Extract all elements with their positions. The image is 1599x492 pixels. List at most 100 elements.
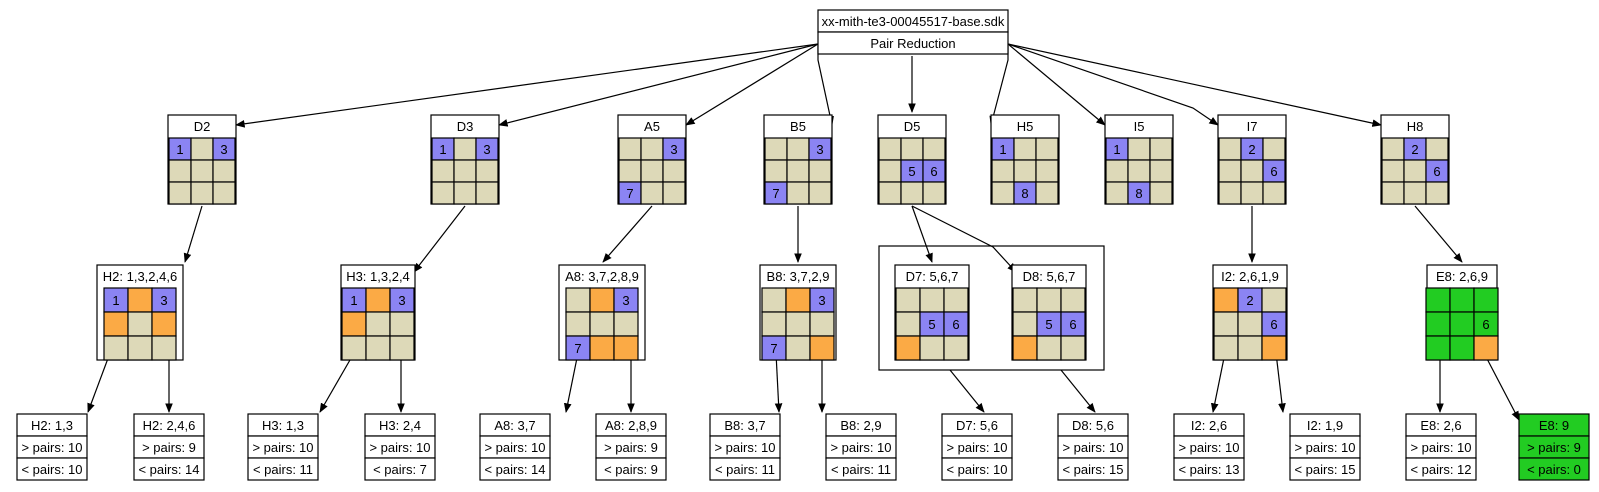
leaf-less: < pairs: 13 bbox=[1178, 462, 1239, 477]
grid-cell bbox=[1012, 311, 1038, 337]
edge-arrow bbox=[1060, 369, 1096, 413]
node-label: A8: 3,7,2,8,9 bbox=[565, 269, 639, 284]
grid-cell bbox=[475, 181, 499, 205]
grid-cell bbox=[809, 287, 835, 313]
grid-cell bbox=[168, 181, 192, 205]
grid-cell bbox=[808, 181, 832, 205]
grid-cell bbox=[589, 335, 615, 361]
grid-cell bbox=[764, 137, 788, 161]
node-label: D5 bbox=[904, 119, 921, 134]
grid-cell bbox=[618, 137, 642, 161]
grid-cell bbox=[1261, 335, 1287, 361]
grid-cell bbox=[991, 159, 1015, 183]
leaf-less: < pairs: 0 bbox=[1527, 462, 1581, 477]
node-label: I7 bbox=[1247, 119, 1258, 134]
leaf-more: > pairs: 9 bbox=[1527, 440, 1581, 455]
grid-cell bbox=[341, 287, 367, 313]
leaf-node-e8-2-6: E8: 2,6> pairs: 10< pairs: 12 bbox=[1405, 413, 1477, 481]
grid-cell bbox=[565, 335, 591, 361]
grid-cell bbox=[1127, 137, 1151, 161]
leaf-row-less bbox=[1173, 457, 1245, 481]
grid-cell bbox=[1218, 137, 1242, 161]
grid-cell bbox=[900, 137, 924, 161]
cell-digit: 1 bbox=[176, 142, 183, 157]
grid-cell bbox=[1449, 287, 1475, 313]
grid-cell bbox=[1218, 181, 1242, 205]
node-label: D7: 5,6,7 bbox=[906, 269, 959, 284]
grid-cell bbox=[127, 287, 153, 313]
leaf-less: < pairs: 12 bbox=[1410, 462, 1471, 477]
grid-cell bbox=[761, 335, 787, 361]
grid-cell bbox=[1012, 287, 1038, 313]
leaf-title: D7: 5,6 bbox=[956, 418, 998, 433]
leaf-row-less bbox=[479, 457, 551, 481]
edge-arrow bbox=[989, 46, 1009, 126]
edge-arrow bbox=[1007, 43, 1219, 126]
grid-cell bbox=[1013, 137, 1037, 161]
grid-node-i2-2-6-1-9: I2: 2,6,1,926 bbox=[1212, 264, 1288, 361]
leaf-less: < pairs: 9 bbox=[604, 462, 658, 477]
leaf-less: < pairs: 11 bbox=[831, 462, 891, 477]
leaf-more: > pairs: 10 bbox=[369, 440, 430, 455]
leaf-row-less bbox=[1057, 457, 1129, 481]
grid-cell bbox=[662, 159, 686, 183]
leaf-title: H2: 2,4,6 bbox=[143, 418, 196, 433]
grid-cell bbox=[878, 159, 902, 183]
grid-cell bbox=[662, 181, 686, 205]
grid-cell bbox=[1240, 159, 1264, 183]
leaf-title: I2: 1,9 bbox=[1307, 418, 1343, 433]
grid-cell bbox=[785, 335, 811, 361]
leaf-less: < pairs: 10 bbox=[21, 462, 82, 477]
node-label: H2: 1,3,2,4,6 bbox=[103, 269, 177, 284]
grid-cell bbox=[761, 311, 787, 337]
grid-cell bbox=[389, 287, 415, 313]
grid-cell bbox=[1262, 181, 1286, 205]
cell-digit: 7 bbox=[574, 341, 581, 356]
leaf-less: < pairs: 14 bbox=[138, 462, 199, 477]
grid-cell bbox=[1149, 137, 1173, 161]
cell-digit: 3 bbox=[483, 142, 490, 157]
leaf-more: > pairs: 10 bbox=[1178, 440, 1239, 455]
cell-digit: 6 bbox=[1270, 317, 1277, 332]
edge-arrow bbox=[1483, 352, 1520, 421]
grid-cell bbox=[565, 311, 591, 337]
grid-cell bbox=[1473, 335, 1499, 361]
leaf-node-h2-1-3: H2: 1,3> pairs: 10< pairs: 10 bbox=[16, 413, 88, 481]
grid-cell bbox=[1381, 137, 1405, 161]
cluster-box bbox=[878, 245, 1105, 371]
node-label: B8: 3,7,2,9 bbox=[767, 269, 830, 284]
grid-cell bbox=[1035, 137, 1059, 161]
grid-cell bbox=[151, 335, 177, 361]
node-label: H8 bbox=[1407, 119, 1424, 134]
leaf-less: < pairs: 7 bbox=[373, 462, 427, 477]
leaf-title: D8: 5,6 bbox=[1072, 418, 1114, 433]
cell-digit: 3 bbox=[398, 293, 405, 308]
node-label: E8: 2,6,9 bbox=[1436, 269, 1488, 284]
leaf-node-a8-2-8-9: A8: 2,8,9> pairs: 9< pairs: 9 bbox=[595, 413, 667, 481]
leaf-node-e8-9: E8: 9> pairs: 9< pairs: 0 bbox=[1518, 413, 1590, 481]
edge-arrow bbox=[563, 352, 579, 413]
leaf-less: < pairs: 15 bbox=[1294, 462, 1355, 477]
leaf-more: > pairs: 10 bbox=[21, 440, 82, 455]
cell-digit: 5 bbox=[928, 317, 935, 332]
grid-cell bbox=[190, 159, 214, 183]
leaf-row-less bbox=[133, 457, 205, 481]
grid-cell bbox=[1403, 181, 1427, 205]
edge-arrow bbox=[911, 205, 1017, 273]
node-label: H5 bbox=[1017, 119, 1034, 134]
grid-cell bbox=[365, 335, 391, 361]
grid-cell bbox=[431, 181, 455, 205]
cell-digit: 3 bbox=[670, 142, 677, 157]
edge-arrow bbox=[498, 43, 819, 127]
grid-cell bbox=[761, 287, 787, 313]
edge-arrow bbox=[87, 352, 111, 413]
leaf-more: > pairs: 10 bbox=[830, 440, 891, 455]
cell-digit: 6 bbox=[1433, 164, 1440, 179]
